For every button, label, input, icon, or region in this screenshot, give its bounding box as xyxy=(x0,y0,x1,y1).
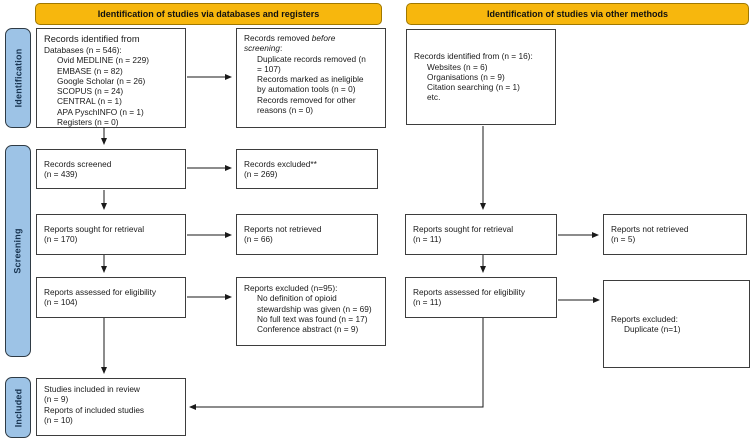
box-title-line1: Records removed before xyxy=(244,33,378,43)
banner-databases-label: Identification of studies via databases … xyxy=(97,9,320,19)
exclusion-item: No definition of opioid xyxy=(257,293,337,304)
phase-tab-screening-label: Screening xyxy=(13,228,24,274)
title-normal-text: Records removed xyxy=(244,33,312,43)
banner-other-methods: Identification of studies via other meth… xyxy=(406,3,749,25)
removed-item: by automation tools (n = 0) xyxy=(257,84,356,95)
box-line: Reports sought for retrieval xyxy=(44,224,145,234)
box-count: (n = 104) xyxy=(44,297,78,308)
removed-item: Records removed for other xyxy=(257,94,356,105)
box-line: Records excluded** xyxy=(244,159,317,169)
box-line: Reports of included studies xyxy=(44,404,145,415)
phase-tab-included-label: Included xyxy=(13,388,24,427)
box-count: (n = 269) xyxy=(244,169,278,180)
box-count: (n = 439) xyxy=(44,169,78,180)
phase-tab-included: Included xyxy=(5,377,31,438)
box-records-excluded: Records excluded** (n = 269) xyxy=(236,149,378,189)
box-count: (n = 170) xyxy=(44,234,78,245)
box-reports-assessed-other: Reports assessed for eligibility (n = 11… xyxy=(405,277,557,318)
box-line: Reports sought for retrieval xyxy=(413,224,514,234)
source-item: Google Scholar (n = 26) xyxy=(57,75,146,86)
box-reports-sought-databases: Reports sought for retrieval (n = 170) xyxy=(36,214,186,255)
title-normal-text: : xyxy=(279,43,283,54)
removed-item: = 107) xyxy=(257,63,281,74)
box-line: Records screened xyxy=(44,159,112,169)
title-italic-text: screening xyxy=(244,43,280,54)
box-count: (n = 11) xyxy=(413,234,442,245)
exclusion-item: Duplicate (n=1) xyxy=(624,324,681,334)
exclusion-item: No full text was found (n = 17) xyxy=(257,313,368,324)
removed-item: Duplicate records removed (n xyxy=(257,53,366,64)
source-item: CENTRAL (n = 1) xyxy=(57,96,122,107)
phase-tab-identification: Identification xyxy=(5,28,31,128)
box-records-identified-databases: Records identified from Databases (n = 5… xyxy=(36,28,186,128)
box-reports-sought-other: Reports sought for retrieval (n = 11) xyxy=(405,214,557,255)
source-item: Ovid MEDLINE (n = 229) xyxy=(57,55,149,66)
removed-item: Records marked as ineligible xyxy=(257,74,364,85)
box-line: Studies included in review xyxy=(44,384,140,394)
source-item: Citation searching (n = 1) xyxy=(427,82,520,93)
removed-item: reasons (n = 0) xyxy=(257,105,314,116)
box-count: (n = 66) xyxy=(244,234,273,245)
exclusion-item: Conference abstract (n = 9) xyxy=(257,324,359,335)
source-item: Registers (n = 0) xyxy=(57,117,119,128)
source-item: APA PyschINFO (n = 1) xyxy=(57,106,144,117)
exclusion-item: stewardship was given (n = 69) xyxy=(257,303,372,314)
box-reports-not-retrieved-databases: Reports not retrieved (n = 66) xyxy=(236,214,378,255)
box-count: (n = 10) xyxy=(44,414,73,425)
box-count: (n = 11) xyxy=(413,297,442,308)
box-title: Records identified from xyxy=(44,34,140,44)
box-records-identified-other: Records identified from (n = 16): Websit… xyxy=(406,29,556,125)
box-reports-not-retrieved-other: Reports not retrieved (n = 5) xyxy=(603,214,747,255)
box-count: (n = 9) xyxy=(44,394,69,405)
box-subtitle: Databases (n = 546): xyxy=(44,45,122,55)
box-line: Reports not retrieved xyxy=(611,224,689,234)
box-count: (n = 5) xyxy=(611,234,636,245)
box-reports-excluded-other: Reports excluded: Duplicate (n=1) xyxy=(603,280,750,368)
box-reports-assessed-databases: Reports assessed for eligibility (n = 10… xyxy=(36,277,186,318)
box-records-screened: Records screened (n = 439) xyxy=(36,149,186,189)
banner-databases-registers: Identification of studies via databases … xyxy=(35,3,382,25)
phase-tab-screening: Screening xyxy=(5,145,31,357)
source-item: SCOPUS (n = 24) xyxy=(57,86,124,97)
phase-tab-identification-label: Identification xyxy=(13,48,23,108)
source-item: Websites (n = 6) xyxy=(427,61,488,72)
source-item: EMBASE (n = 82) xyxy=(57,65,123,76)
box-reports-excluded-databases: Reports excluded (n=95): No definition o… xyxy=(236,277,386,346)
box-line: Reports assessed for eligibility xyxy=(413,287,526,297)
box-line: Reports assessed for eligibility xyxy=(44,287,157,297)
box-title: Reports excluded (n=95): xyxy=(244,283,338,293)
title-italic-text: before xyxy=(311,33,336,43)
box-studies-included: Studies included in review (n = 9) Repor… xyxy=(36,378,186,436)
box-line: Reports not retrieved xyxy=(244,224,322,234)
box-title-line2: screening: xyxy=(244,43,378,53)
box-title: Records identified from (n = 16): xyxy=(414,51,533,62)
source-item: etc. xyxy=(427,92,441,103)
banner-other-methods-label: Identification of studies via other meth… xyxy=(486,9,669,19)
box-title: Reports excluded: xyxy=(611,313,678,324)
source-item: Organisations (n = 9) xyxy=(427,71,505,82)
box-records-removed-before-screening: Records removed before screening: Duplic… xyxy=(236,28,386,128)
